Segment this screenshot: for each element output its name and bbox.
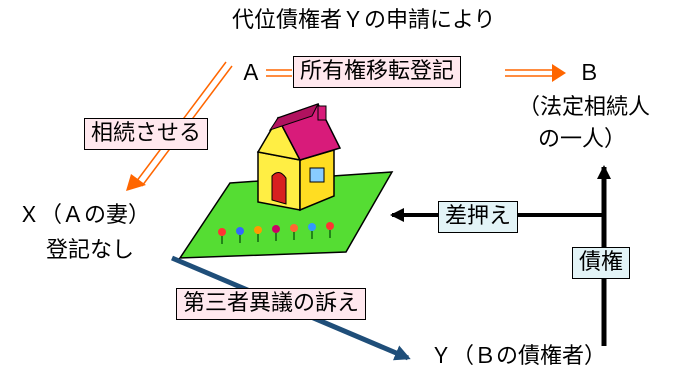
node-x-line1: Ｘ（Ａの妻） xyxy=(18,203,151,228)
claim-label: 債権 xyxy=(572,247,631,279)
transfer-arrow xyxy=(266,64,566,82)
lawsuit-label: 第三者異議の訴え xyxy=(176,288,367,320)
node-b: Ｂ xyxy=(578,61,601,86)
node-y: Ｙ（Ｂの債権者） xyxy=(430,344,607,369)
node-b-note-line1: （法定相続人 xyxy=(518,95,651,120)
house-icon xyxy=(178,103,394,259)
node-a: Ａ xyxy=(240,61,263,86)
header-note: 代位債権者Ｙの申請により xyxy=(232,8,496,33)
node-b-note-line2: の一人） xyxy=(538,127,627,152)
node-x-line2: 登記なし xyxy=(46,238,135,263)
flowers xyxy=(218,222,334,244)
inherit-label: 相続させる xyxy=(84,118,209,150)
transfer-label: 所有権移転登記 xyxy=(293,56,462,88)
seizure-label: 差押え xyxy=(438,201,519,233)
